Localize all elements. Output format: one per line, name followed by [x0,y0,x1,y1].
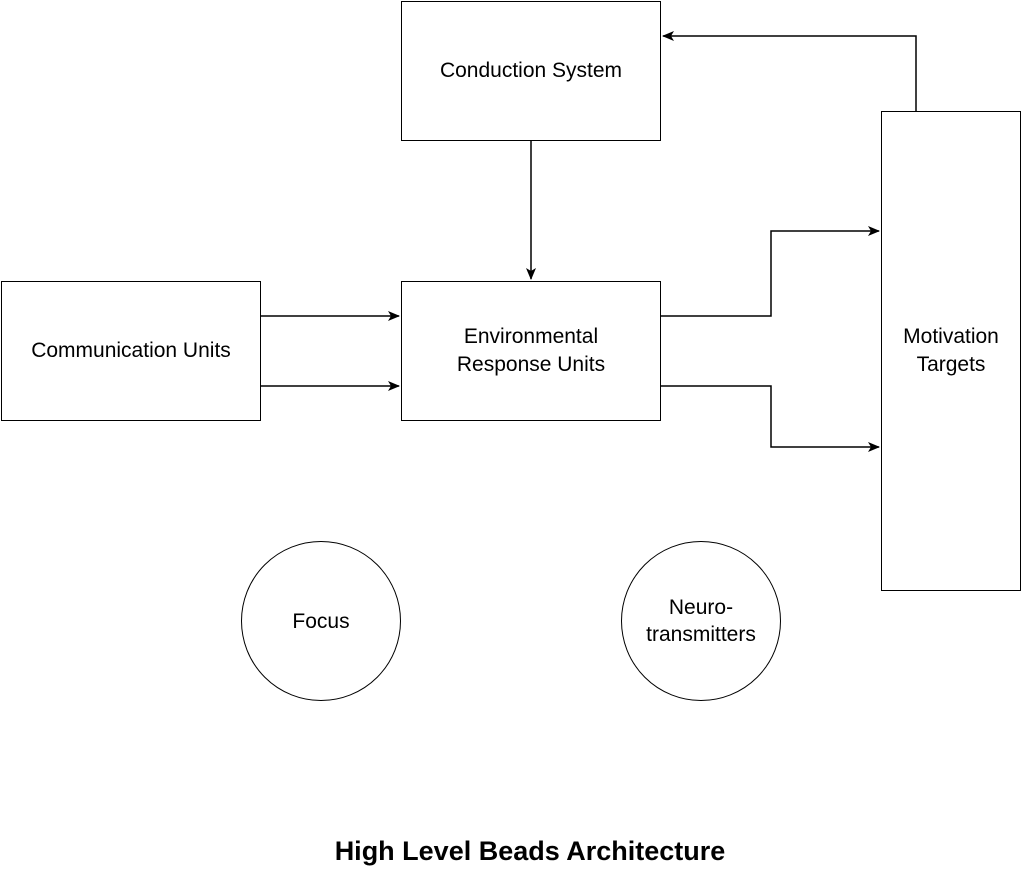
motivation-targets-node[interactable]: Motivation Targets [881,111,1021,591]
conduction-system-node[interactable]: Conduction System [401,1,661,141]
edge-environmental-to-motivation-upper [661,226,880,317]
communication-units-node[interactable]: Communication Units [1,281,261,421]
neurotransmitters-label: Neuro- transmitters [646,596,756,646]
conduction-system-label: Conduction System [439,59,623,82]
neurotransmitters-node[interactable]: Neuro- transmitters [621,541,781,701]
diagram-title: High Level Beads Architecture [334,836,726,866]
communication-units-label: Communication Units [31,339,231,362]
environmental-response-units-label: Environmental Response Units [456,325,606,376]
edge-environmental-to-motivation-lower [661,385,880,452]
environmental-response-units-node[interactable]: Environmental Response Units [401,281,661,421]
focus-node[interactable]: Focus [241,541,401,701]
edge-motivation-to-conduction [662,31,917,111]
motivation-targets-label: Motivation Targets [903,325,999,376]
focus-label: Focus [292,609,350,633]
